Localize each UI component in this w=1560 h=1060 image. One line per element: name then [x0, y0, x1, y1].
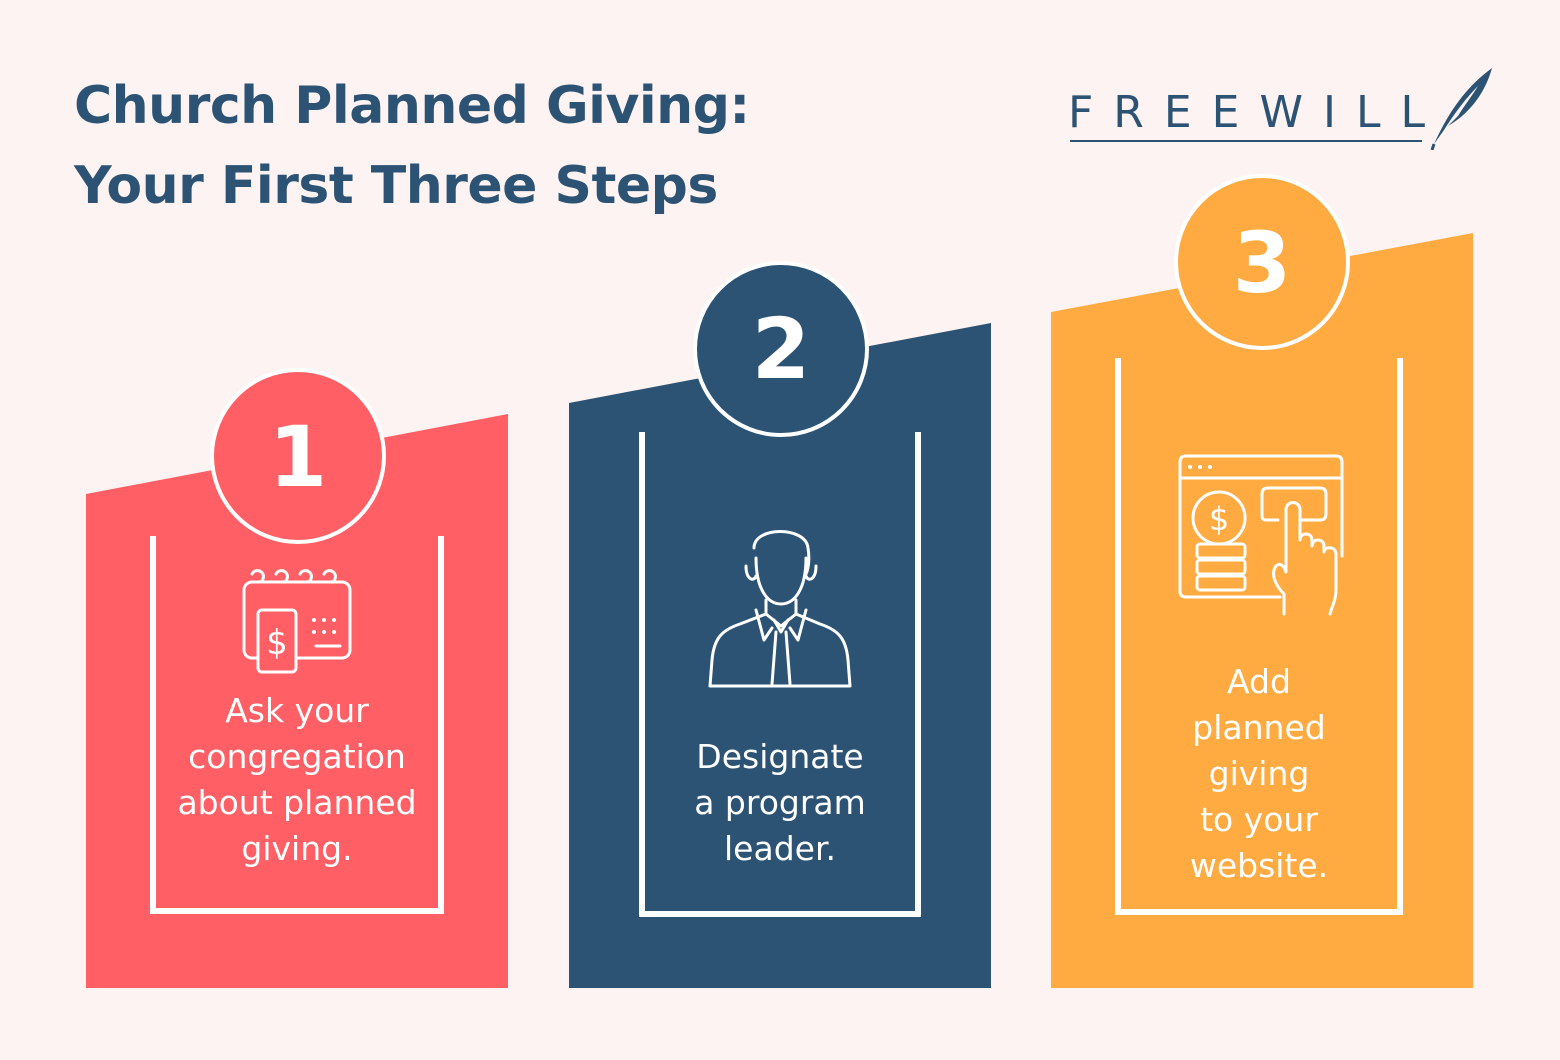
step-1-text: Ask your congregation about planned givi… — [156, 688, 438, 872]
step-2-frame — [639, 432, 921, 917]
person-suit-icon — [708, 530, 852, 688]
step-3-line-3: giving — [1208, 754, 1310, 793]
step-1: 1 $ — [86, 368, 508, 988]
step-2-panel — [569, 323, 991, 988]
website-donation-icon: $ — [1178, 454, 1344, 616]
svg-text:$: $ — [1209, 500, 1229, 538]
logo-text: FREEWILL — [1068, 87, 1445, 138]
freewill-logo: FREEWILL — [1068, 66, 1498, 150]
step-2-line-3: leader. — [724, 829, 836, 868]
title-line-1: Church Planned Giving: — [74, 76, 750, 136]
page-title: Church Planned Giving: Your First Three … — [74, 66, 750, 226]
step-3: 3 $ — [1051, 174, 1473, 988]
step-3-line-1: Add — [1227, 662, 1291, 701]
step-2-line-1: Designate — [696, 737, 864, 776]
step-1-line-3: about planned — [177, 783, 417, 822]
step-2-line-2: a program — [694, 783, 866, 822]
step-3-panel — [1051, 233, 1473, 988]
step-3-line-5: website. — [1189, 846, 1329, 885]
step-1-panel — [86, 414, 508, 988]
step-3-number: 3 — [1233, 214, 1291, 312]
step-3-badge — [1174, 174, 1350, 350]
step-2: 2 — [569, 261, 991, 988]
title-line-2: Your First Three Steps — [74, 156, 718, 216]
step-2-badge — [693, 261, 869, 437]
step-2-text: Designate a program leader. — [645, 734, 915, 872]
step-2-number: 2 — [752, 300, 810, 398]
step-3-frame — [1115, 358, 1403, 915]
logo-underline — [1070, 140, 1422, 142]
step-1-frame — [150, 536, 444, 914]
step-3-line-4: to your — [1200, 800, 1318, 839]
step-3-text: Add planned giving to your website. — [1121, 659, 1397, 889]
calendar-dollar-icon: $ — [242, 569, 352, 674]
step-1-badge — [210, 368, 386, 544]
step-1-number: 1 — [269, 408, 327, 506]
svg-text:$: $ — [266, 623, 288, 663]
step-1-line-2: congregation — [188, 737, 406, 776]
feather-icon — [1430, 68, 1492, 150]
step-1-line-4: giving. — [241, 829, 353, 868]
step-3-line-2: planned — [1192, 708, 1326, 747]
step-1-line-1: Ask your — [225, 691, 369, 730]
